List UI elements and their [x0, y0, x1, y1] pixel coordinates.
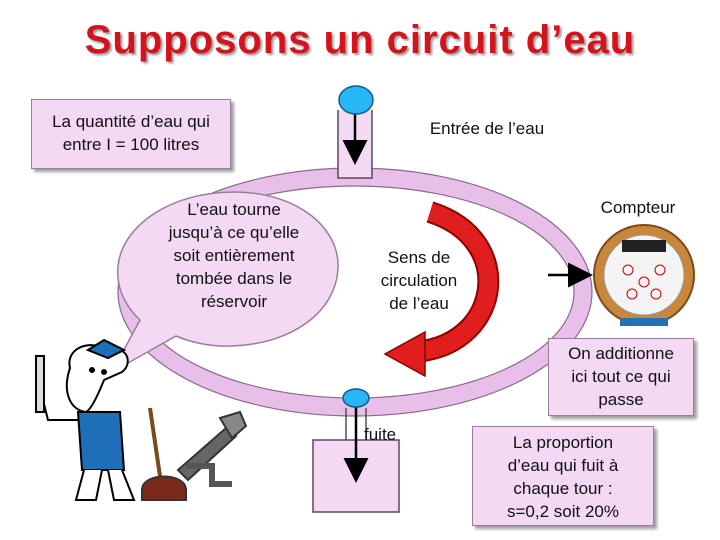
speech-bubble: [110, 191, 339, 374]
meter-label: Compteur: [600, 198, 676, 217]
proportion-line-4: s=0,2 soit 20%: [507, 502, 619, 521]
page-title: Supposons un circuit d’eau: [84, 18, 636, 62]
leak-outlet: [312, 402, 400, 513]
direction-label: Sens de circulation de l’eau: [366, 246, 472, 315]
proportion-box: La proportion d’eau qui fuit à chaque to…: [472, 426, 654, 526]
bubble-line-2: jusqu’à ce qu’elle: [168, 223, 300, 242]
leak-label: fuite: [364, 425, 397, 444]
proportion-line-2: d’eau qui fuit à: [507, 456, 619, 475]
outlet-valve-icon: [342, 388, 370, 408]
entry-label: Entrée de l’eau: [429, 119, 545, 138]
direction-line-2: circulation: [380, 271, 458, 290]
bubble-text: L’eau tourne jusqu’à ce qu’elle soit ent…: [148, 198, 320, 313]
inlet-pipe: [337, 108, 373, 179]
proportion-line-1: La proportion: [512, 433, 614, 452]
add-line-3: passe: [598, 390, 644, 409]
valve-icon: [338, 85, 374, 115]
bubble-line-3: soit entièrement: [173, 246, 295, 265]
bubble-line-5: réservoir: [200, 292, 268, 311]
quantity-line-2: entre I = 100 litres: [62, 135, 200, 154]
bubble-line-4: tombée dans le: [175, 269, 293, 288]
plumber-icon: [35, 338, 136, 501]
direction-line-1: Sens de: [387, 248, 451, 267]
direction-line-3: de l’eau: [389, 294, 449, 313]
plumbing-tools-icon: [141, 407, 248, 501]
proportion-line-3: chaque tour :: [513, 479, 613, 498]
add-line-2: ici tout ce qui: [571, 367, 671, 386]
add-box: On additionne ici tout ce qui passe: [548, 338, 694, 416]
water-meter-icon: [593, 224, 695, 326]
quantity-line-1: La quantité d’eau qui: [52, 112, 210, 131]
bubble-line-1: L’eau tourne: [187, 200, 281, 219]
circulation-arrow: [383, 201, 500, 378]
quantity-box: La quantité d’eau qui entre I = 100 litr…: [31, 99, 231, 169]
add-line-1: On additionne: [568, 344, 674, 363]
